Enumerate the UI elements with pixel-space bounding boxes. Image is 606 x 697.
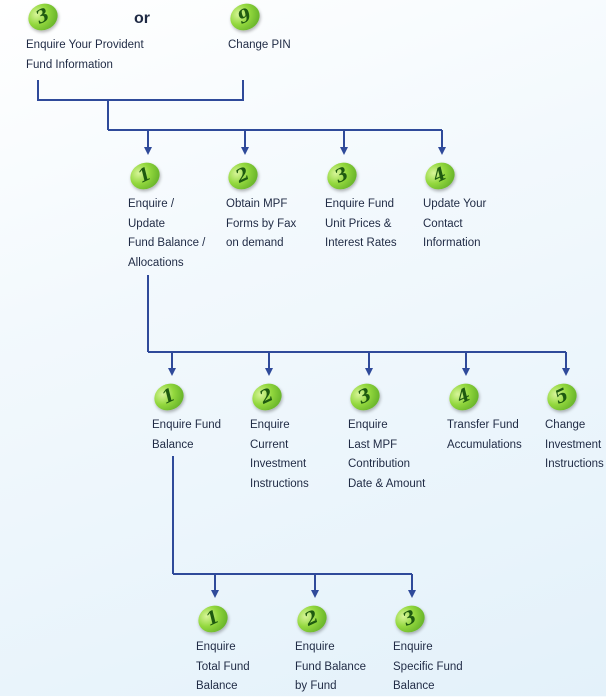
arrowhead-level2-5 [562,368,570,376]
node-label: Enquire Your Provident Fund Information [26,39,144,71]
number-badge: 2 [223,157,263,195]
node-label: Enquire Fund Balance [152,419,222,451]
node-label: Enquire / Update Fund Balance / Allocati… [128,198,206,269]
number-badge: 3 [390,600,430,638]
connector-top-left [37,80,244,101]
number-badge: 9 [225,0,265,36]
node-label: Enquire Current Investment Instructions [250,419,309,490]
level3-node-specific-balance: 3 Enquire Specific Fund Balance [390,600,463,697]
number-badge: 3 [322,157,362,195]
node-label: Transfer Fund Accumulations [447,419,522,451]
arrowhead-level2-1 [168,368,176,376]
number-badge: 5 [542,378,582,416]
arrowhead-level2-2 [265,368,273,376]
arrowhead-level1-2 [241,147,249,155]
node-label: Enquire Fund Unit Prices & Interest Rate… [325,198,397,249]
level2-node-current-instructions: 2 Enquire Current Investment Instruction… [247,378,309,494]
node-label: Enquire Last MPF Contribution Date & Amo… [348,419,426,490]
node-label: Change Investment Instructions [545,419,604,470]
number-badge: 4 [444,378,484,416]
top-node-provident-fund: 3 Enquire Your Provident Fund Informatio… [23,0,144,75]
arrowhead-level2-4 [462,368,470,376]
number-badge: 2 [247,378,287,416]
node-label: Enquire Fund Balance by Fund [295,641,366,692]
number-badge: 1 [193,600,233,638]
level1-node-mpf-forms: 2 Obtain MPF Forms by Fax on demand [223,157,297,254]
arrowhead-level1-4 [438,147,446,155]
arrowhead-level2-3 [365,368,373,376]
number-badge: 2 [292,600,332,638]
arrowhead-level3-1 [211,590,219,598]
number-badge: 1 [125,157,165,195]
arrowhead-level1-3 [340,147,348,155]
arrowhead-level3-2 [311,590,319,598]
level1-node-fund-balance: 1 Enquire / Update Fund Balance / Alloca… [125,157,206,273]
node-label: Enquire Specific Fund Balance [393,641,463,692]
number-badge: 1 [149,378,189,416]
level2-node-fund-balance: 1 Enquire Fund Balance [149,378,222,455]
level1-node-unit-prices: 3 Enquire Fund Unit Prices & Interest Ra… [322,157,397,254]
arrowhead-level1-1 [144,147,152,155]
or-separator: or [134,10,150,27]
node-label: Obtain MPF Forms by Fax on demand [226,198,297,249]
number-badge: 3 [345,378,385,416]
level3-node-balance-by-fund: 2 Enquire Fund Balance by Fund [292,600,366,697]
level1-node-contact-info: 4 Update Your Contact Information [420,157,487,254]
number-badge: 4 [420,157,460,195]
level2-node-last-contribution: 3 Enquire Last MPF Contribution Date & A… [345,378,426,494]
node-label: Change PIN [228,39,291,51]
node-label: Update Your Contact Information [423,198,487,249]
node-label: Enquire Total Fund Balance [196,641,250,692]
number-badge: 3 [23,0,63,36]
level3-node-total-balance: 1 Enquire Total Fund Balance [193,600,250,697]
level2-node-change-instructions: 5 Change Investment Instructions [542,378,604,475]
level2-node-transfer-accumulations: 4 Transfer Fund Accumulations [444,378,522,455]
arrowhead-level3-3 [408,590,416,598]
top-node-change-pin: 9 Change PIN [225,0,291,56]
